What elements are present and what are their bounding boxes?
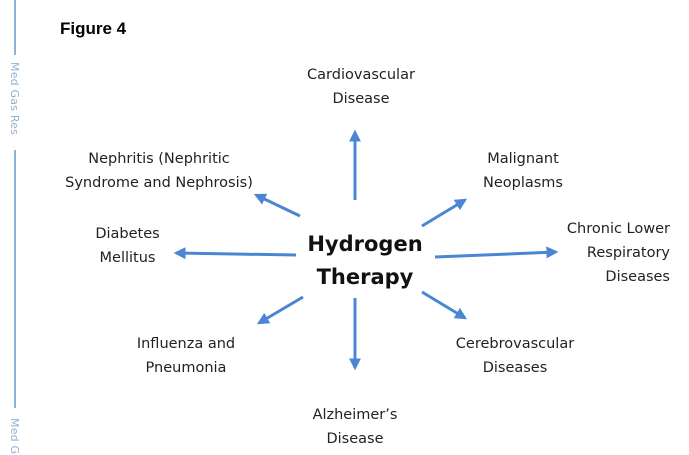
node-line: Chronic Lower [566, 221, 670, 237]
node-cardiovascular-disease: Cardiovascular Disease [296, 63, 426, 111]
arrow-to-respiratory [434, 246, 559, 259]
arrow-to-influenza [256, 295, 304, 325]
arrow-to-malignant [421, 198, 468, 228]
arrow-to-nephritis [253, 193, 301, 218]
center-line-1: Hydrogen [307, 232, 423, 256]
node-line: Disease [326, 431, 384, 447]
journal-margin-label: Med Gas Res [8, 62, 21, 136]
node-line: Mellitus [99, 250, 156, 266]
node-malignant-neoplasms: Malignant Neoplasms [468, 147, 578, 195]
margin-rule-middle [14, 150, 16, 408]
node-alzheimers-disease: Alzheimer’s Disease [300, 403, 410, 451]
node-cerebrovascular-diseases: Cerebrovascular Diseases [440, 332, 590, 380]
node-line: Nephritis (Nephritic [88, 151, 230, 167]
node-line: Pneumonia [145, 360, 227, 376]
node-line: Diabetes [95, 226, 160, 242]
center-hydrogen-therapy: Hydrogen Therapy [299, 228, 431, 294]
node-line: Cardiovascular [307, 67, 415, 83]
node-line: Cerebrovascular [455, 336, 575, 352]
node-influenza-and-pneumonia: Influenza and Pneumonia [120, 332, 252, 380]
journal-margin-label-bottom: Med G [8, 418, 21, 455]
node-diabetes-mellitus: Diabetes Mellitus [80, 222, 175, 270]
arrow-to-cerebrovascular [421, 290, 468, 320]
node-nephritis: Nephritis (Nephritic Syndrome and Nephro… [50, 147, 268, 195]
node-line: Syndrome and Nephrosis) [65, 175, 253, 191]
node-line: Diseases [605, 269, 670, 285]
margin-rule-top [14, 0, 16, 55]
figure-label: Figure 4 [60, 19, 127, 38]
node-line: Respiratory [586, 245, 670, 261]
node-line: Malignant [487, 151, 559, 167]
node-chronic-lower-respiratory-diseases: Chronic Lower Respiratory Diseases [540, 217, 670, 289]
node-line: Disease [332, 91, 390, 107]
arrow-to-diabetes [173, 247, 297, 260]
center-line-2: Therapy [316, 265, 414, 289]
node-line: Influenza and [136, 336, 236, 352]
node-line: Alzheimer’s [312, 407, 398, 423]
node-line: Neoplasms [483, 175, 563, 191]
node-line: Diseases [482, 360, 548, 376]
